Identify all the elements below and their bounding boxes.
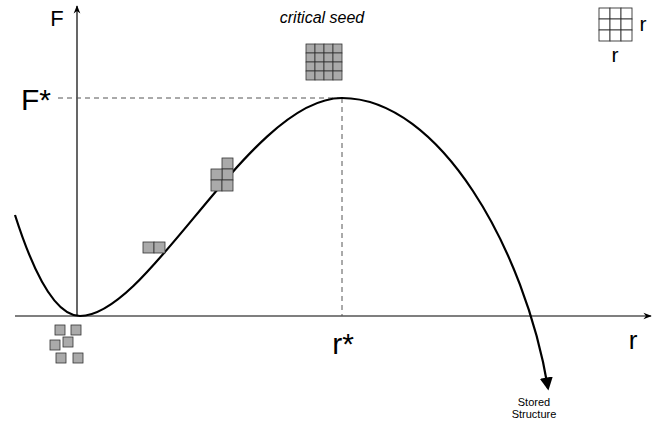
critical-radius-label: r* [332,327,354,360]
cluster [211,158,233,191]
x-axis [15,315,651,316]
dimension-label: r [640,12,647,35]
outcome-label: Stored Structure [503,396,565,420]
dimension-label: r [612,43,619,66]
barrier-label: F* [21,83,51,116]
axis-label: r [629,326,638,355]
r-grid [599,8,632,41]
guide-line [58,98,342,99]
axis-label: F [50,7,63,31]
energy-curve [15,98,548,388]
guide-line [342,98,343,316]
seed-label: critical seed [280,9,364,27]
monomers [50,325,83,363]
y-axis [76,6,77,316]
dimer [143,242,165,253]
critical-seed-grid [306,44,342,80]
